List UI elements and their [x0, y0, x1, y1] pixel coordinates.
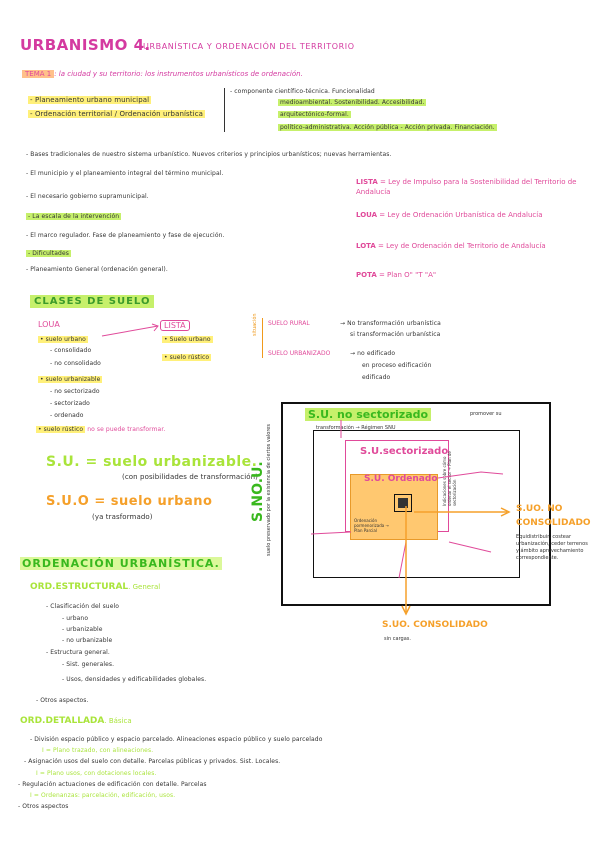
tema-text: : la ciudad y su territorio: los instrum… — [54, 70, 303, 78]
estr-item-1: - Clasificación del suelo — [46, 603, 120, 610]
estructural-label: ORD.ESTRUCTURAL. General — [30, 582, 161, 592]
planning-bracket — [224, 88, 225, 132]
suz-definition: S.U. = suelo urbanizable. — [46, 454, 258, 470]
det-item-4: I = Plano usos, con dotaciones locales. — [36, 770, 157, 777]
note-1: - Bases tradicionales de nuestro sistema… — [26, 151, 392, 158]
note-6: - Dificultades — [26, 250, 71, 257]
loua-urbanizable: • suelo urbanizable — [38, 376, 103, 383]
suelo-urb-note-2: en proceso edificación — [362, 362, 432, 369]
loua-no-sectorizado: - no sectorizado — [50, 388, 100, 395]
planning-item-1: - Planeamiento urbano municipal — [28, 96, 152, 104]
det-item-3: - Asignación usos del suelo con detalle.… — [24, 758, 281, 765]
loua-ordenado: - ordenado — [50, 412, 84, 419]
loua-consolidado: - consolidado — [50, 347, 92, 354]
suelo-urb-note-3: edificado — [362, 374, 391, 381]
det-item-1: - División espacio público y espacio par… — [30, 736, 323, 743]
ns-note-2: transformación → Régimen SNU — [316, 425, 396, 431]
note-4: - La escala de la intervención — [26, 213, 122, 220]
note-5: - El marco regulador. Fase de planeamien… — [26, 232, 225, 239]
estr-item-6: - Sist. generales. — [62, 661, 115, 668]
det-item-6: I = Ordenanzas: parcelación, edificación… — [30, 792, 176, 799]
estr-item-2: - urbano — [62, 615, 89, 622]
det-item-2: I = Plano trazado, con alineaciones. — [42, 747, 154, 754]
ordenado-label: S.U. Ordenado — [364, 474, 438, 484]
suelo-rural-note-1: → No transformación urbanística — [340, 320, 441, 327]
det-item-5: - Regulación actuaciones de edificación … — [18, 781, 207, 788]
acronym-lista: LISTA = Ley de Impulso para la Sostenibi… — [356, 178, 577, 196]
loua-no-consolidado: - no consolidado — [50, 360, 101, 367]
suo-c-note: sin cargas. — [384, 636, 411, 642]
snoo-label: S.NO.U. — [250, 461, 266, 522]
suelo-urb-note-1: → no edificado — [350, 350, 396, 357]
diagram-lines — [310, 420, 511, 616]
ordenado-note: Ordenación pormenorizada → Plan Parcial — [354, 518, 389, 533]
ns-label: S.U. no sectorizado — [305, 408, 432, 421]
suo-definition: S.U.O = suelo urbano — [46, 494, 213, 509]
sect-label: S.U.sectorizado — [360, 446, 449, 457]
detallada-label: ORD.DETALLADA. Básica — [20, 716, 132, 726]
ns-note-1: promover su — [470, 411, 502, 417]
loua-rustico: • suelo rústico no se puede transformar. — [36, 426, 166, 433]
situacion-label: situación — [252, 313, 258, 336]
lista-rustico: • suelo rústico — [162, 354, 212, 361]
suelo-urbanizado-label: SUELO URBANIZADO — [268, 350, 331, 357]
planning-item-2: - Ordenación territorial / Ordenación ur… — [28, 110, 206, 118]
suz-note: (con posibilidades de transformación) — [122, 473, 258, 481]
suo-note: (ya trasformado) — [92, 513, 153, 521]
det-item-7: - Otros aspectos — [18, 803, 69, 810]
acronym-loua: LOUA = Ley de Ordenación Urbanística de … — [356, 211, 543, 219]
note-2: - El municipio y el planeamiento integra… — [26, 170, 224, 177]
outer-box — [281, 402, 551, 606]
loua-label: LOUA — [38, 320, 60, 329]
page-subtitle: URBANÍSTICA Y ORDENACIÓN DEL TERRITORIO — [143, 42, 355, 51]
tema-line: TEMA 1: la ciudad y su territorio: los i… — [22, 70, 303, 78]
page-title: URBANISMO 4. — [20, 36, 151, 54]
estr-item-4: - no urbanizable — [62, 637, 113, 644]
lista-label: LISTA — [160, 320, 190, 331]
snoo-note: suelo preservado por la existencia de ci… — [266, 424, 272, 556]
note-7: - Planeamiento General (ordenación gener… — [26, 266, 168, 273]
loua-sectorizado: - sectorizado — [50, 400, 90, 407]
loua-urbano: • suelo urbano — [38, 336, 88, 343]
suelo-rural-note-2: si transformación urbanística — [350, 331, 441, 338]
estr-item-8: - Otros aspectos. — [36, 697, 89, 704]
tema-label: TEMA 1 — [22, 70, 55, 78]
suo-nc-note: Equidistribuir, costear urbanización, ce… — [516, 534, 588, 561]
note-3: - El necesario gobierno supramunicipal. — [26, 193, 149, 200]
clases-heading: CLASES DE SUELO — [30, 295, 155, 308]
acronym-lota: LOTA = Ley de Ordenación del Territorio … — [356, 242, 546, 250]
suelo-rural-label: SUELO RURAL — [268, 320, 310, 327]
suo-c-label: S.UO. CONSOLIDADO — [382, 620, 488, 630]
component-3: arquitectónico-formal. — [278, 111, 351, 118]
estr-item-3: - urbanizable — [62, 626, 103, 633]
component-2: medioambiental. Sostenibilidad. Accesibi… — [278, 99, 427, 106]
core-center — [398, 498, 408, 508]
inner-box — [313, 430, 520, 578]
suo-nc-label: S.UO. NO CONSOLIDADO — [516, 504, 591, 528]
estr-item-5: - Estructura general. — [46, 649, 110, 656]
lista-urbano: • Suelo urbano — [162, 336, 213, 343]
estr-item-7: - Usos, densidades y edificabilidades gl… — [62, 676, 207, 683]
situacion-bracket — [262, 318, 263, 358]
component-4: político-administrativa. Acción pública … — [278, 124, 497, 131]
ordenacion-heading: ORDENACIÓN URBANÍSTICA. — [20, 557, 222, 570]
acronym-pota: POTA = Plan O" "T "A" — [356, 271, 437, 279]
component-1: - componente científico-técnica. Funcion… — [230, 88, 375, 95]
loua-lista-arrow — [101, 323, 159, 337]
